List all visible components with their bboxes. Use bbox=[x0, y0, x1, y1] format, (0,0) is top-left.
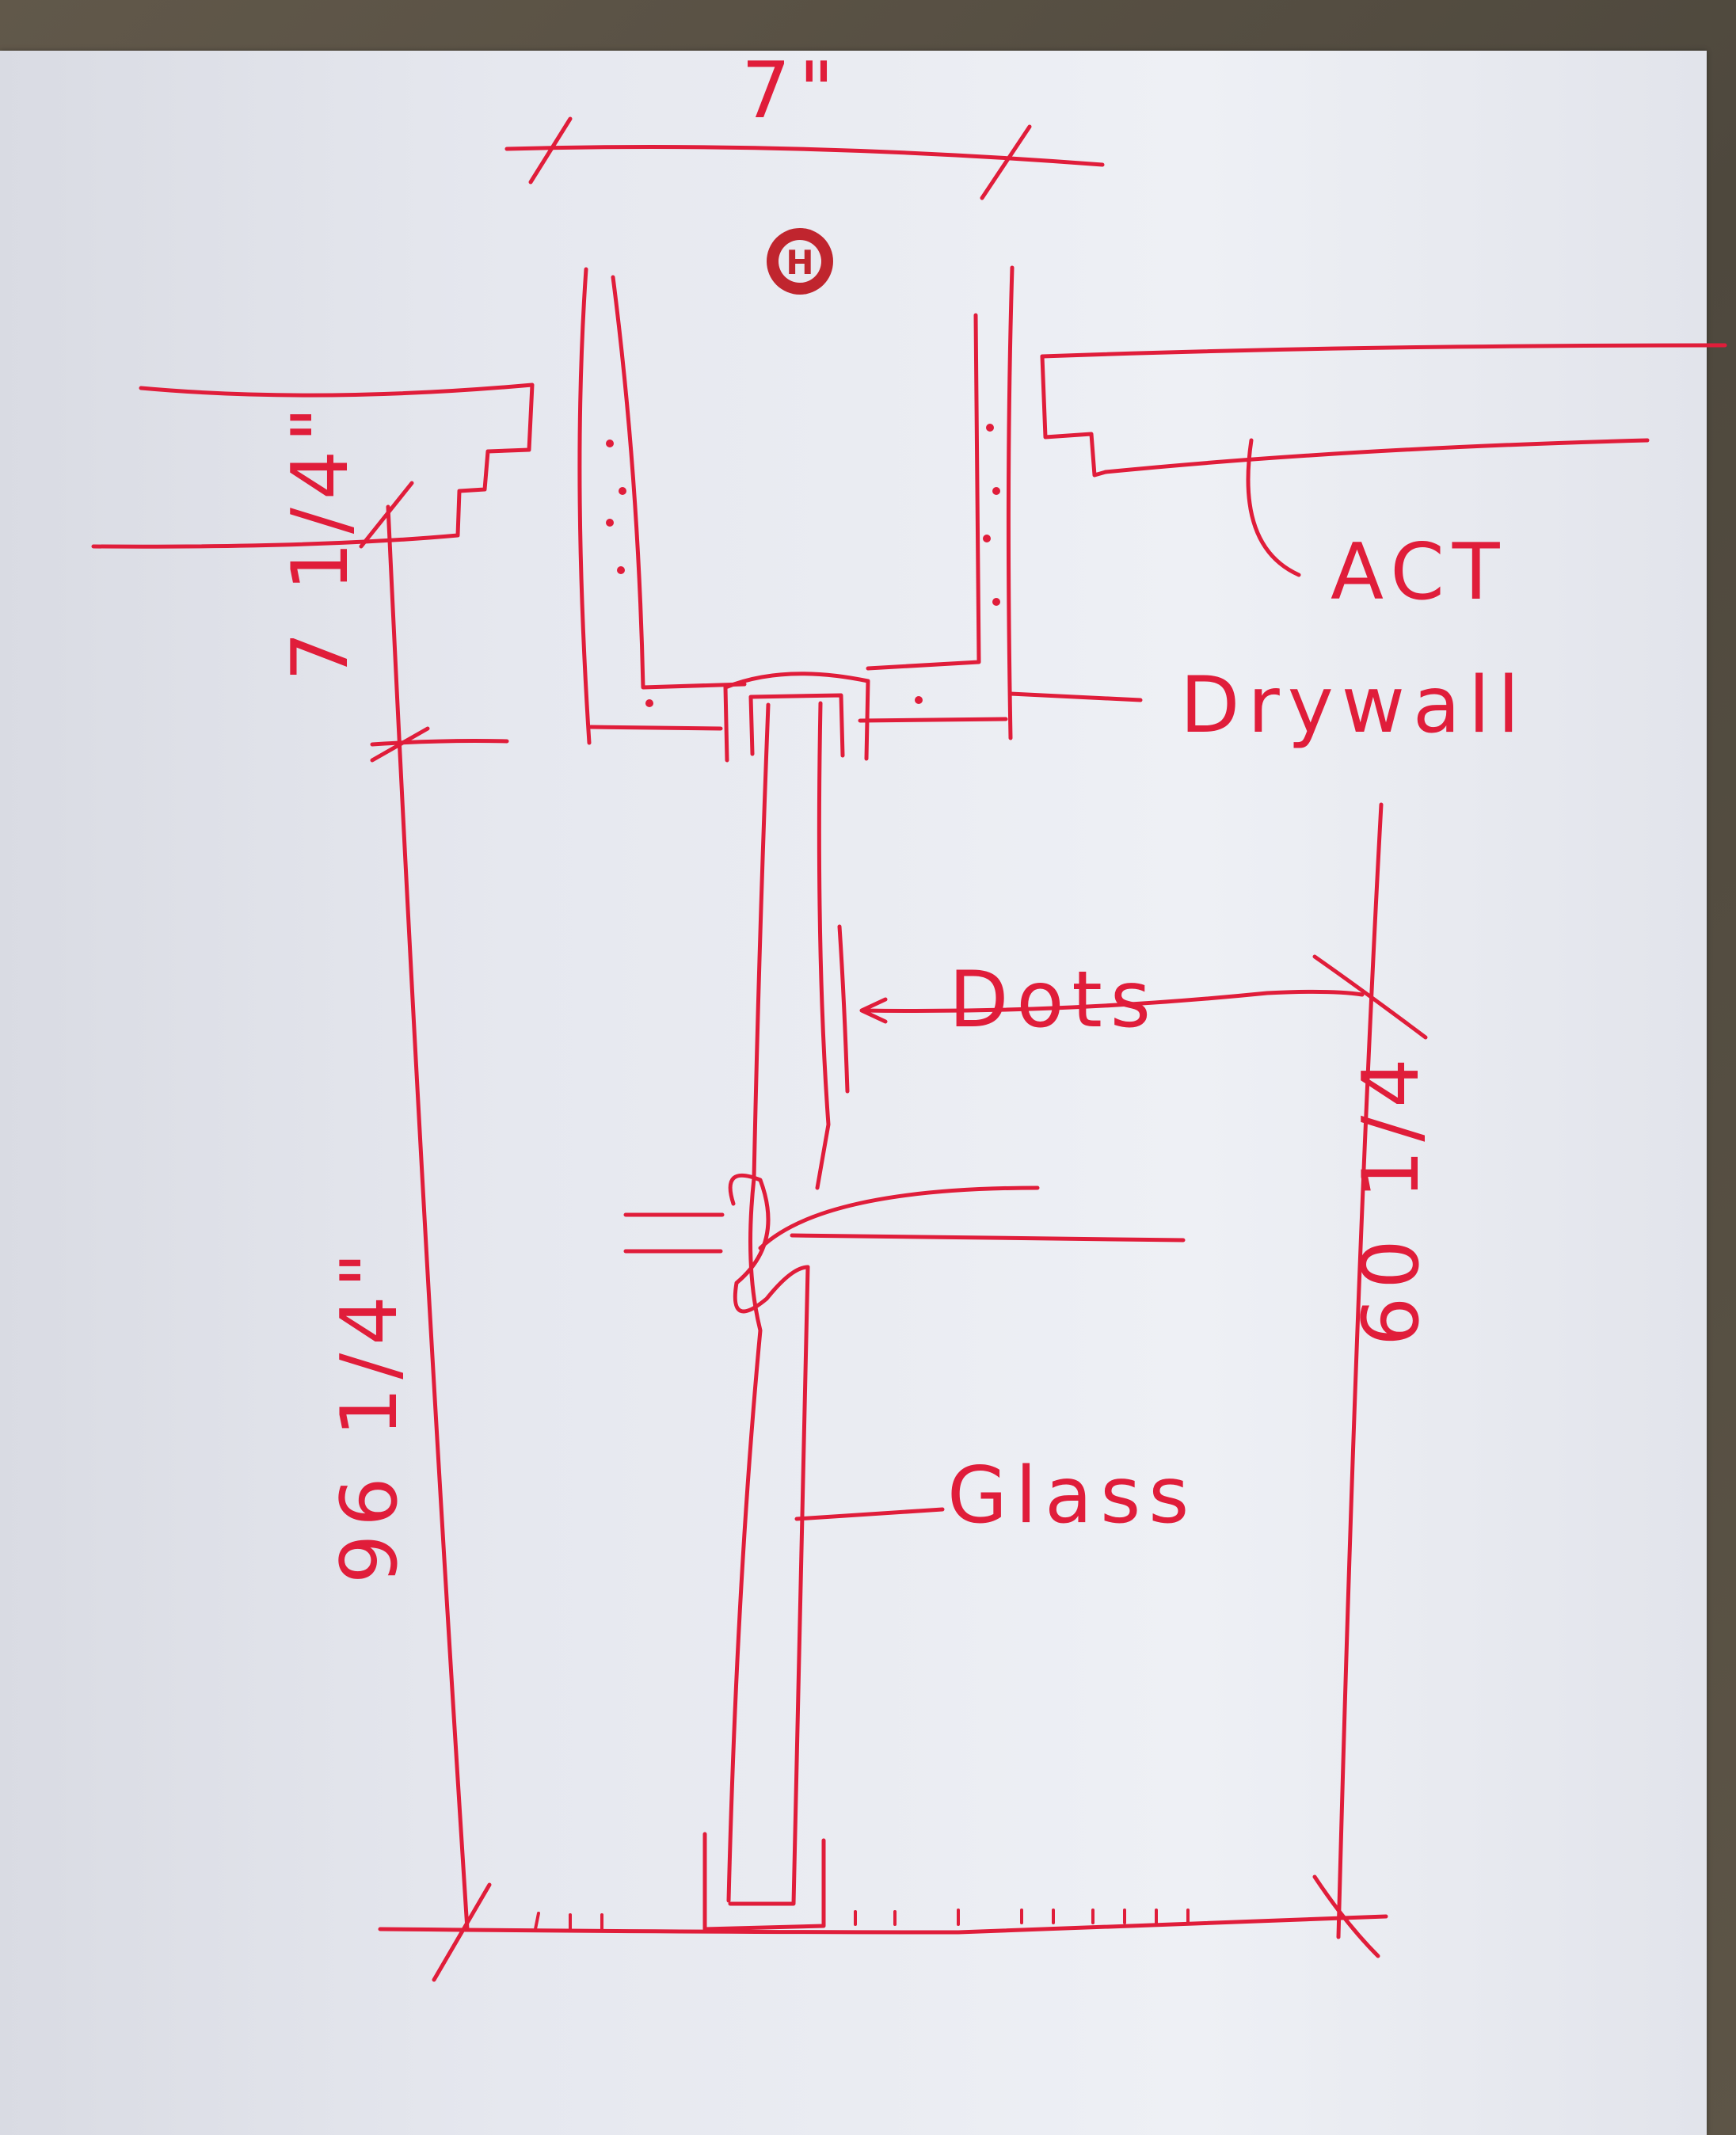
right-dim-label: 60 1/4 bbox=[1346, 1050, 1437, 1346]
width-tick-left bbox=[528, 116, 573, 185]
left-dim-mid-ext bbox=[370, 739, 509, 747]
width-dim-label: 7" bbox=[741, 46, 842, 136]
head-channel-inner bbox=[748, 693, 845, 758]
width-dimension-line bbox=[504, 145, 1105, 167]
left-full-dim-label: 96 1/4" bbox=[325, 1244, 415, 1584]
ceiling-line-left bbox=[91, 382, 535, 549]
left-dim-tick-top bbox=[359, 481, 414, 549]
glass-label: Glass bbox=[947, 1451, 1197, 1541]
dots-tick-right bbox=[1312, 954, 1428, 1040]
transom-lines bbox=[623, 1212, 725, 1254]
soffit-bottom-right bbox=[858, 717, 1008, 723]
dots-dimension-line bbox=[861, 989, 1365, 1014]
right-dim-line bbox=[1336, 802, 1384, 1939]
act-label: ACT bbox=[1331, 527, 1508, 618]
head-channel bbox=[723, 672, 870, 763]
soffit-left-outer bbox=[577, 267, 592, 745]
soffit-left-inner bbox=[611, 275, 747, 690]
brand-logo: H bbox=[767, 228, 833, 295]
act-leader bbox=[1246, 438, 1301, 577]
glass-right-edge bbox=[815, 701, 831, 1190]
ceiling-return-right bbox=[1040, 354, 1108, 478]
dots-vertical-line bbox=[837, 924, 850, 1094]
floor-line bbox=[378, 1914, 1388, 1935]
dots-label: Dots bbox=[949, 955, 1159, 1045]
glass-left-edge bbox=[726, 702, 771, 1903]
ceiling-line-right-lower bbox=[1103, 438, 1650, 474]
logo-letter: H bbox=[786, 243, 813, 282]
glass-right-lower bbox=[728, 1265, 810, 1906]
sketch-paper bbox=[0, 51, 1707, 2135]
transom-clip bbox=[728, 1173, 810, 1314]
width-tick-right bbox=[980, 124, 1032, 200]
right-dim-tick-bottom bbox=[1312, 1874, 1380, 1958]
sill-channel bbox=[702, 1832, 826, 1931]
floor-hatch bbox=[534, 1909, 1190, 1931]
left-upper-dim-label: 7 1/4" bbox=[276, 399, 366, 681]
transom-leader-lower bbox=[790, 1233, 1186, 1243]
transom-leader-upper bbox=[758, 1185, 1040, 1250]
left-dim-tick-bottom bbox=[432, 1882, 492, 1982]
soffit-bottom-left bbox=[588, 725, 723, 731]
drywall-dots bbox=[606, 424, 1000, 707]
left-dim-line bbox=[386, 504, 470, 1931]
glass-leader bbox=[794, 1507, 945, 1521]
ceiling-line-right bbox=[1040, 343, 1727, 359]
soffit-right-inner bbox=[866, 313, 981, 671]
soffit-right-outer bbox=[1006, 265, 1015, 740]
drywall-label: Drywall bbox=[1180, 660, 1527, 751]
drywall-leader bbox=[1008, 691, 1143, 702]
